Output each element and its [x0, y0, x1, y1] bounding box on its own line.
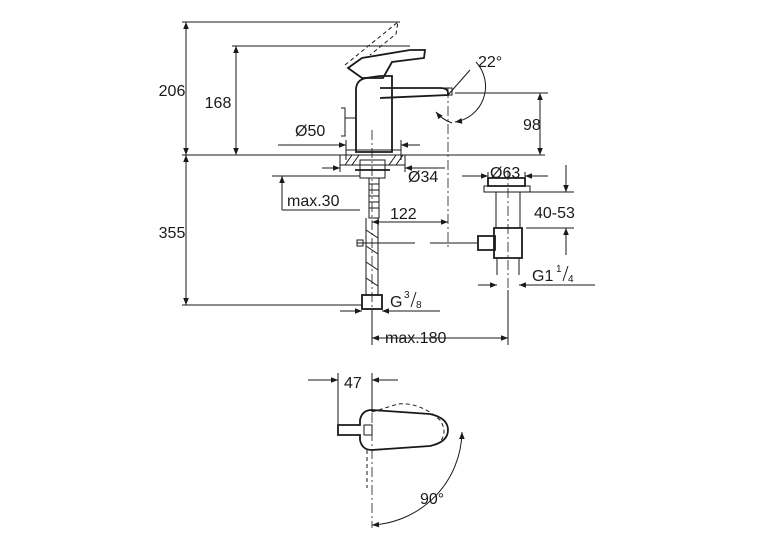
under-fittings: [355, 130, 478, 330]
dim-total-height-label: 206: [159, 83, 186, 100]
dim-hose-thread-label: G: [390, 294, 402, 311]
dim-waste-range: 40-53: [526, 165, 575, 255]
top-view: 47 90°: [308, 373, 465, 528]
dim-waste-range-label: 40-53: [534, 205, 575, 222]
dim-base-diameter-label: Ø50: [295, 123, 325, 140]
dim-max-thickness: max.30: [272, 175, 360, 211]
dim-hose-thread-num: 3: [404, 290, 410, 301]
dim-waste-diameter-label: Ø63: [490, 165, 520, 182]
dim-waste-thread: G1 1 4: [478, 264, 595, 288]
tap-body: [341, 20, 453, 156]
dim-spout-height-label: 98: [523, 117, 541, 134]
side-view: 206 168 Ø50 Ø34 max.30: [159, 20, 595, 347]
dim-waste-thread-label: G1: [532, 268, 553, 285]
dim-waste-thread-den: 4: [568, 274, 574, 285]
dim-max-thickness-label: max.30: [287, 193, 340, 210]
dim-max-reach: max.180: [371, 290, 509, 347]
dim-body-height: 168: [205, 45, 410, 155]
waste-valve: [477, 170, 531, 320]
dim-spout-reach-label: 122: [390, 206, 417, 223]
lever-top: [337, 403, 449, 451]
dim-total-height: 206: [159, 21, 400, 155]
dim-hole-diameter-label: Ø34: [408, 169, 438, 186]
dim-hose-thread: G 3 8: [340, 290, 440, 314]
dim-lever-offset-label: 47: [344, 375, 362, 392]
dim-waste-thread-num: 1: [556, 264, 562, 275]
dim-base-diameter: Ø50: [278, 123, 420, 160]
dim-under-height-label: 355: [159, 225, 186, 242]
dim-hole-diameter: Ø34: [322, 164, 445, 186]
dim-spout-reach: 122: [372, 206, 448, 225]
dim-max-reach-label: max.180: [385, 330, 446, 347]
dim-angle-spout-label: 22°: [478, 54, 502, 71]
dim-body-height-label: 168: [205, 95, 232, 112]
dim-under-height: 355: [159, 155, 362, 306]
dim-spout-height: 98: [455, 92, 548, 155]
rotation-angle-label: 90°: [420, 491, 444, 508]
spout-angle: [435, 61, 486, 250]
dim-hose-thread-den: 8: [416, 300, 422, 311]
dim-waste-diameter: Ø63: [462, 165, 548, 182]
dim-lever-offset: 47: [308, 373, 398, 430]
